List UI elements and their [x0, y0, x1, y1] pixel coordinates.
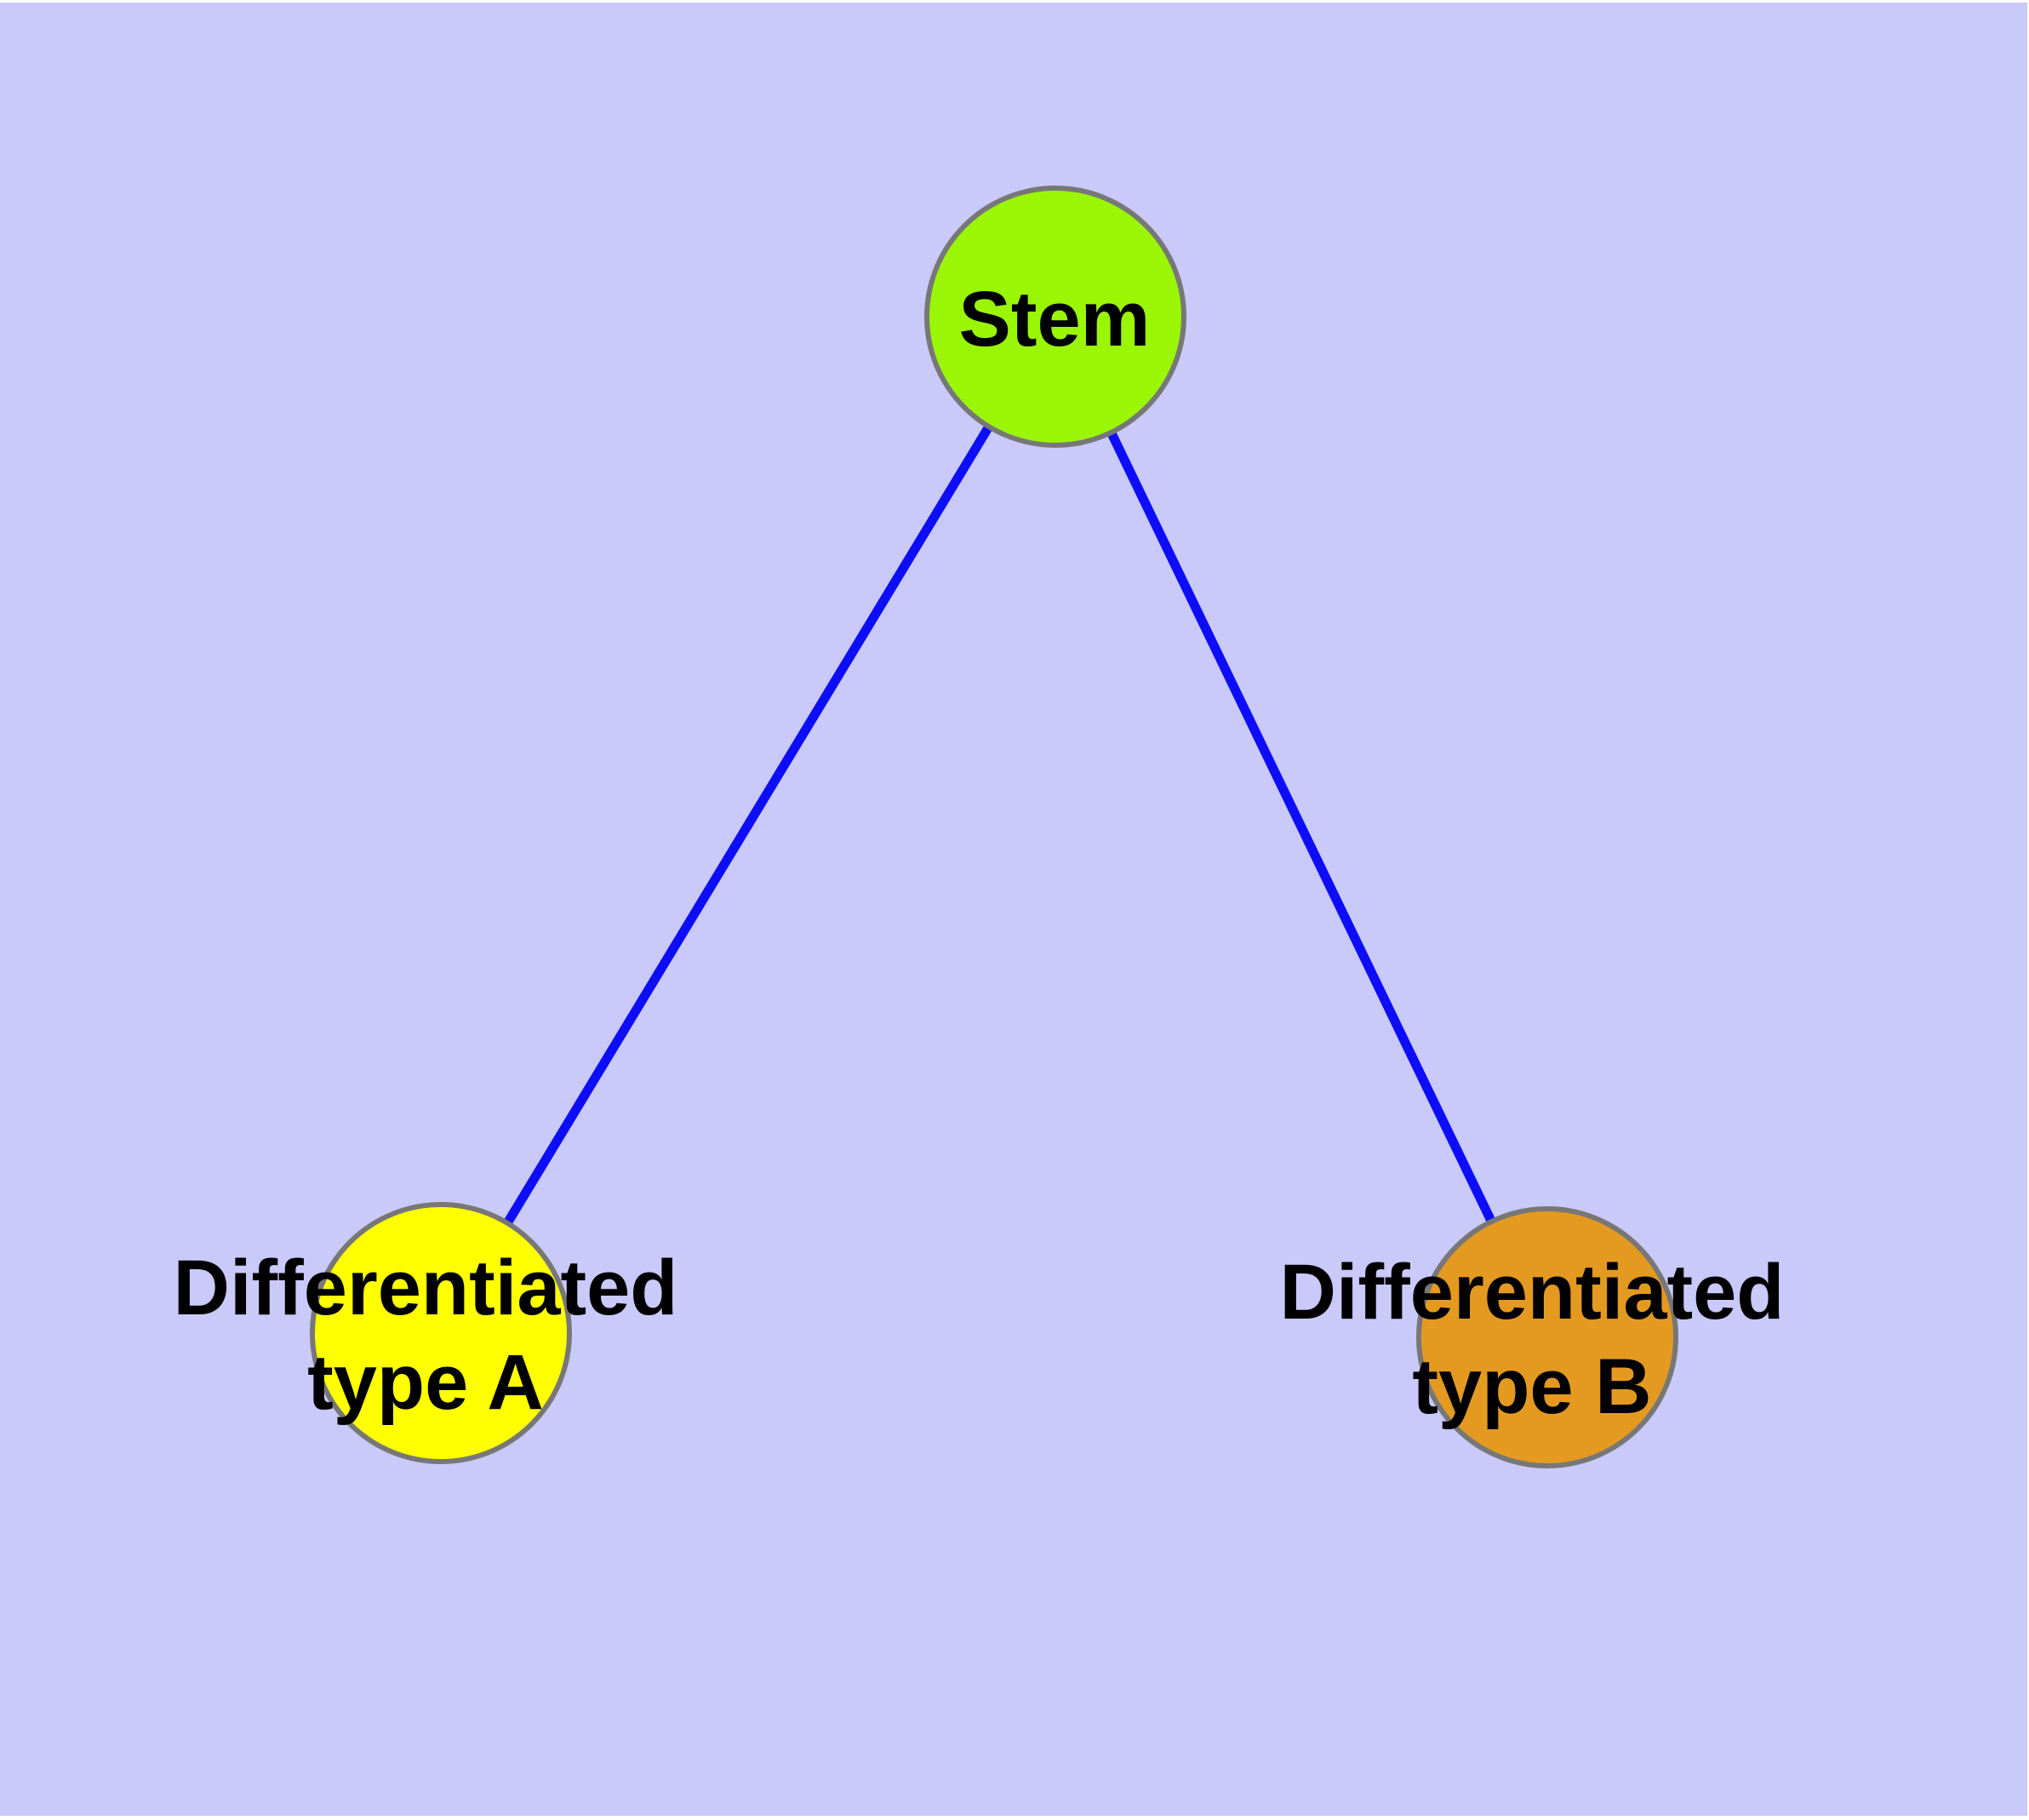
edge-stem-to-type-a: [437, 314, 1060, 1336]
node-type-b-label-line2: type B: [1412, 1343, 1651, 1430]
node-type-b-label-line1: Differentiated: [1280, 1249, 1785, 1336]
node-type-a-label-line1: Differentiated: [174, 1245, 678, 1331]
node-stem-label: Stem: [959, 276, 1151, 363]
node-type-a-label-line2: type A: [307, 1339, 544, 1426]
node-differentiated-type-b: [1416, 1206, 1678, 1468]
node-differentiated-type-a: [310, 1202, 572, 1464]
node-stem: [924, 186, 1186, 448]
edge-stem-to-type-b: [1051, 314, 1552, 1340]
